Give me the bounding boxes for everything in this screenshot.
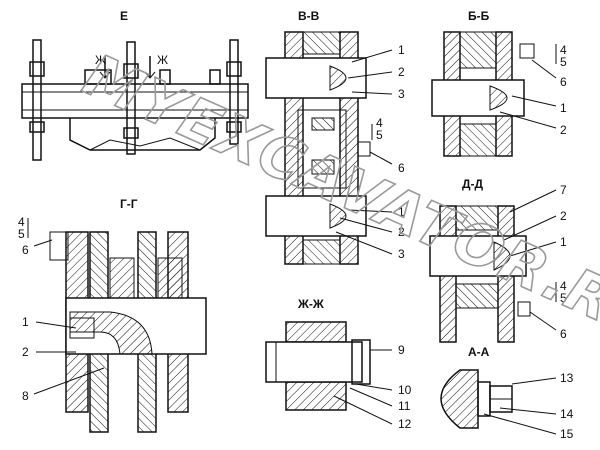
callout-bb-1: 1 [560,101,567,115]
callout-bb-4: 4 [560,43,567,57]
callout-bb-5: 5 [560,55,567,69]
callout-dd-4: 4 [560,279,567,293]
callout-gg-2: 2 [22,345,29,359]
callout-vv-5: 5 [376,128,383,142]
view-e: Е Ж Ж [21,9,249,161]
callout-zhzh-10: 10 [398,383,412,397]
section-marker-right: Ж [157,53,168,67]
callout-gg-8: 8 [22,389,29,403]
view-gg-title: Г-Г [120,197,138,211]
callout-aa-13: 13 [560,371,574,385]
callout-vv-3: 3 [398,87,405,101]
callout-gg-1: 1 [22,315,29,329]
view-dd: Д-Д 7 2 1 4 5 6 [429,177,567,343]
callout-vv-1b: 1 [398,205,405,219]
callout-gg-6: 6 [22,243,29,257]
view-zhzh-title: Ж-Ж [297,297,324,311]
callout-zhzh-9: 9 [398,343,405,357]
callout-bb-2: 2 [560,123,567,137]
view-bb-title: Б-Б [468,9,490,23]
callout-gg-4: 4 [18,215,25,229]
view-vv: В-В 1 2 3 4 5 6 [265,9,405,265]
callout-vv-2b: 2 [398,225,405,239]
view-bb: Б-Б 4 5 6 1 2 [431,9,567,157]
callout-aa-14: 14 [560,407,574,421]
section-marker-left: Ж [95,53,106,67]
callout-zhzh-11: 11 [398,399,411,413]
callout-vv-3b: 3 [398,247,405,261]
callout-vv-4: 4 [376,116,383,130]
callout-dd-2: 2 [560,209,567,223]
callout-dd-1: 1 [560,235,567,249]
callout-zhzh-12: 12 [398,417,412,431]
callout-aa-15: 15 [560,427,574,441]
callout-dd-7: 7 [560,183,567,197]
view-vv-title: В-В [298,9,320,23]
callout-vv-1: 1 [398,43,405,57]
callout-vv-2: 2 [398,65,405,79]
callout-vv-6: 6 [398,161,405,175]
view-e-title: Е [120,9,128,23]
view-zhzh: Ж-Ж 9 10 11 12 [265,297,412,431]
callout-gg-5: 5 [18,227,25,241]
view-dd-title: Д-Д [462,177,484,191]
callout-dd-6: 6 [560,327,567,341]
view-aa-title: А-А [468,345,490,359]
callout-bb-6: 6 [560,75,567,89]
view-aa: А-А 13 14 15 [440,345,574,441]
view-gg: Г-Г 4 5 6 1 2 8 [18,197,207,433]
callout-dd-5: 5 [560,291,567,305]
